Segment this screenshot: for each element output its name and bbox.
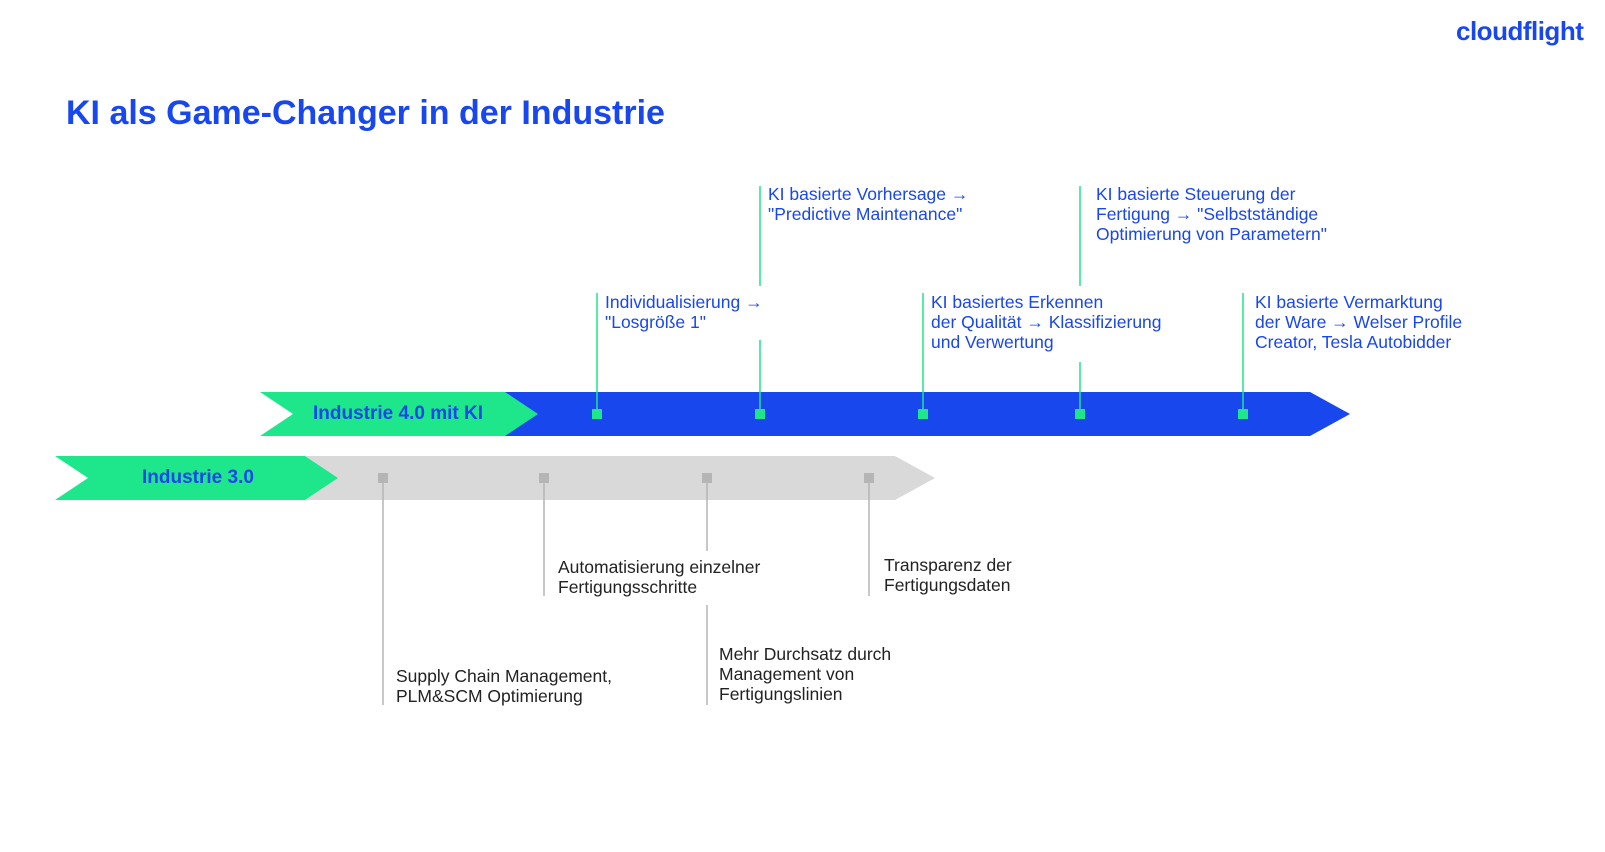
milestone-40-predictive-maintenance: KI basierte Vorhersage → "Predictive Mai… xyxy=(768,184,969,224)
industry4-chevron xyxy=(260,392,538,436)
milestone-30-automatisierung: Automatisierung einzelner Fertigungsschr… xyxy=(558,557,761,597)
marker-30-4 xyxy=(864,473,874,483)
marker-30-3 xyxy=(702,473,712,483)
milestone-30-supply-chain: Supply Chain Management, PLM&SCM Optimie… xyxy=(396,666,612,706)
marker-40-2 xyxy=(755,409,765,419)
marker-40-3 xyxy=(918,409,928,419)
milestone-40-vermarktung: KI basierte Vermarktung der Ware → Welse… xyxy=(1255,292,1463,352)
milestone-30-durchsatz: Mehr Durchsatz durch Management von Fert… xyxy=(719,644,892,704)
cloudflight-logo: cloudflight xyxy=(1456,16,1584,46)
industry3-label: Industrie 3.0 xyxy=(142,467,254,488)
milestone-40-individualisierung: Individualisierung → "Losgröße 1" xyxy=(605,292,763,332)
milestone-40-qualitaet: KI basiertes Erkennen der Qualität → Kla… xyxy=(931,292,1162,352)
industry3-arrow-bar xyxy=(305,456,935,500)
marker-40-1 xyxy=(592,409,602,419)
industry4-label: Industrie 4.0 mit KI xyxy=(313,403,483,424)
page-title: KI als Game-Changer in der Industrie xyxy=(66,94,665,132)
marker-40-5 xyxy=(1238,409,1248,419)
milestone-40-steuerung: KI basierte Steuerung der Fertigung → "S… xyxy=(1096,184,1327,244)
milestone-30-transparenz: Transparenz der Fertigungsdaten xyxy=(884,555,1012,595)
marker-30-1 xyxy=(378,473,388,483)
marker-40-4 xyxy=(1075,409,1085,419)
marker-30-2 xyxy=(539,473,549,483)
industry3-chevron xyxy=(55,456,338,500)
